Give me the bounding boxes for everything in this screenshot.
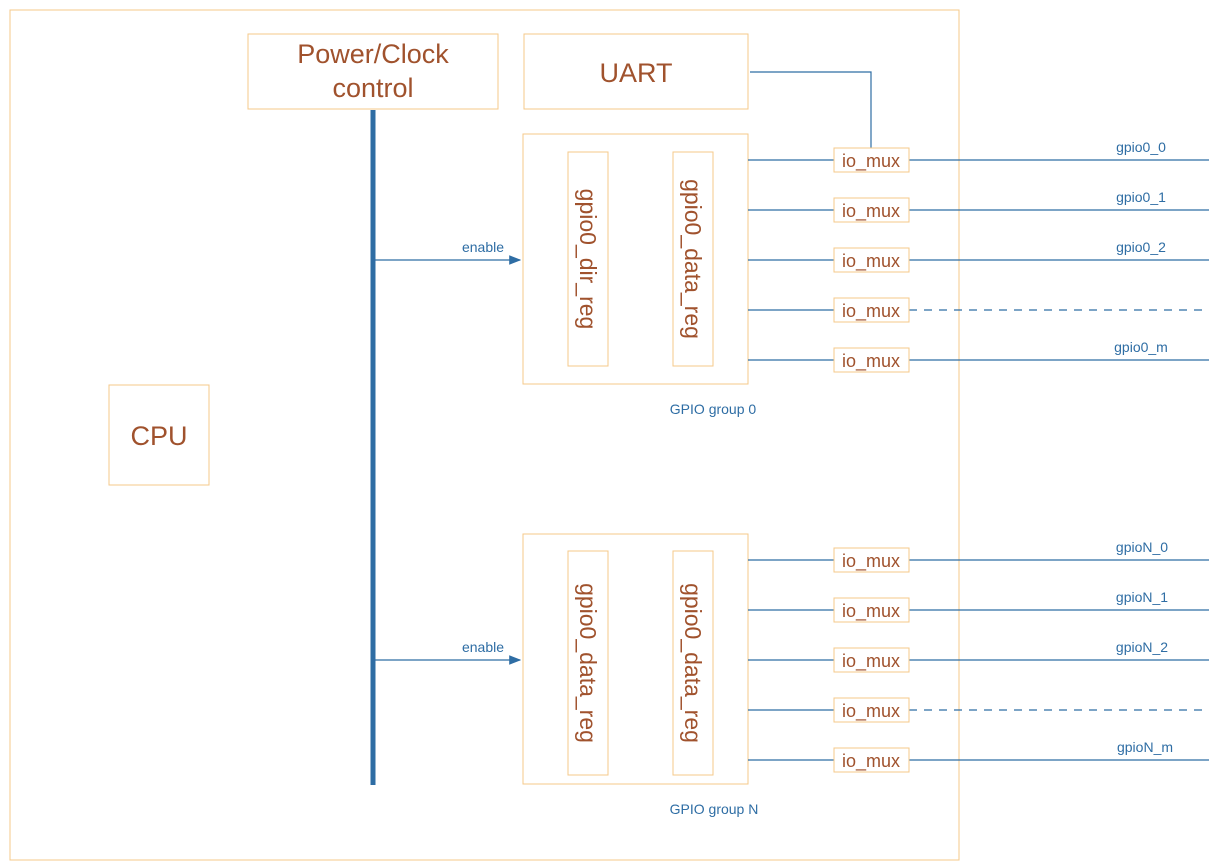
power-clock-block (247, 33, 499, 110)
pin-label: gpioN_m (1117, 739, 1173, 755)
group-title: GPIO group 0 (670, 401, 757, 417)
power-clock-label-line2: control (332, 73, 413, 103)
gpio-group-0: enable gpio0_dir_reg gpio0_data_reg GPIO… (373, 133, 1209, 417)
cpu-block (108, 384, 210, 486)
io-mux-label: io_mux (842, 701, 900, 722)
register-label: gpio0_data_reg (680, 179, 706, 339)
uart-label: UART (599, 58, 672, 88)
register-label: gpio0_data_reg (575, 583, 601, 743)
pin-label: gpioN_0 (1116, 539, 1168, 555)
io-mux-box (833, 247, 910, 273)
power-clock-label-line1: Power/Clock (297, 39, 449, 69)
gpio-group-box (522, 533, 749, 785)
uart-block (523, 33, 749, 110)
io-mux-label: io_mux (842, 301, 900, 322)
register-box (672, 151, 714, 367)
io-mux-box (833, 347, 910, 373)
io-mux-label: io_mux (842, 651, 900, 672)
io-mux-box (833, 147, 910, 173)
enable-label: enable (462, 239, 504, 255)
io-mux-label: io_mux (842, 251, 900, 272)
io-mux-box (833, 747, 910, 773)
io-mux-label: io_mux (842, 151, 900, 172)
pin-label: gpio0_m (1114, 339, 1168, 355)
pin-label: gpioN_1 (1116, 589, 1168, 605)
register-box (567, 550, 609, 776)
pin-label: gpio0_2 (1116, 239, 1166, 255)
io-mux-label: io_mux (842, 601, 900, 622)
register-box (567, 151, 609, 367)
pin-label: gpio0_0 (1116, 139, 1166, 155)
io-mux-box (833, 197, 910, 223)
gpio-group-n: enable gpio0_data_reg gpio0_data_reg GPI… (373, 533, 1209, 817)
enable-label: enable (462, 639, 504, 655)
io-mux-label: io_mux (842, 201, 900, 222)
register-label: gpio0_data_reg (680, 583, 706, 743)
cpu-label: CPU (130, 421, 187, 451)
pin-label: gpioN_2 (1116, 639, 1168, 655)
io-mux-label: io_mux (842, 551, 900, 572)
io-mux-box (833, 547, 910, 573)
group-title: GPIO group N (670, 801, 759, 817)
gpio-group-box (522, 133, 749, 385)
uart-wire (750, 71, 872, 148)
io-mux-box (833, 597, 910, 623)
register-label: gpio0_dir_reg (575, 189, 601, 330)
register-box (672, 550, 714, 776)
io-mux-label: io_mux (842, 351, 900, 372)
io-mux-label: io_mux (842, 751, 900, 772)
pin-label: gpio0_1 (1116, 189, 1166, 205)
io-mux-box (833, 297, 910, 323)
io-mux-box (833, 647, 910, 673)
io-mux-box (833, 697, 910, 723)
